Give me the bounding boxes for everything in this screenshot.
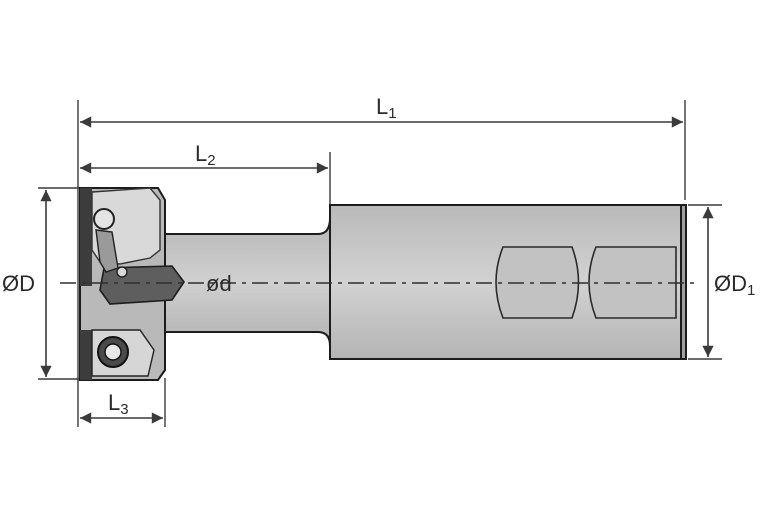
label-l2: L2 xyxy=(195,141,216,169)
label-d-small: ød xyxy=(206,271,232,296)
shank-flat-right xyxy=(588,246,677,319)
top-insert-wedge xyxy=(95,229,119,273)
label-d1: ØD1 xyxy=(714,271,755,299)
neck xyxy=(159,217,331,347)
shank-flat-left xyxy=(495,246,580,319)
bottom-insert-block xyxy=(80,330,92,380)
label-d1-bg xyxy=(712,270,767,298)
shank-end-face xyxy=(680,204,687,360)
label-l1: L1 xyxy=(376,94,397,122)
label-l3: L3 xyxy=(108,390,129,418)
top-insert-block xyxy=(80,188,92,286)
top-screw-icon xyxy=(93,208,115,230)
top-insert xyxy=(99,265,185,305)
small-screw-icon xyxy=(116,266,128,278)
label-d: ØD xyxy=(2,271,35,296)
bottom-screw-hex-icon xyxy=(104,343,122,361)
label-d-bg xyxy=(0,270,44,298)
